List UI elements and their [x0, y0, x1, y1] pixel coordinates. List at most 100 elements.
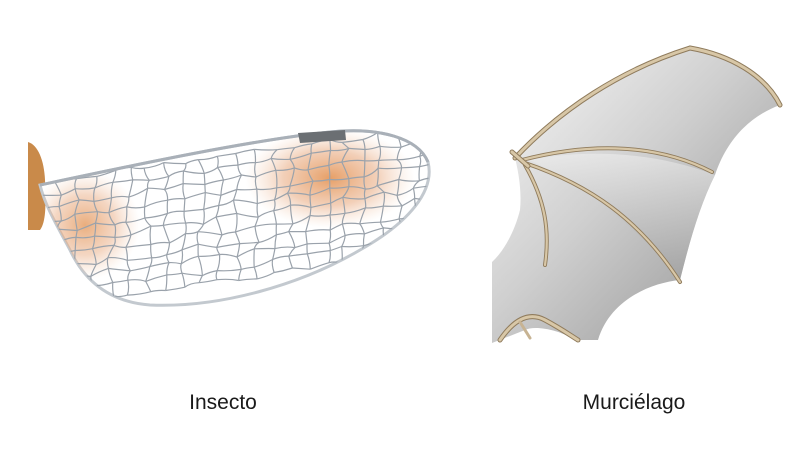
insect-vein	[165, 274, 168, 291]
insect-vein	[382, 249, 401, 256]
insect-vein	[150, 224, 164, 227]
insect-vein	[181, 272, 203, 277]
insect-vein	[79, 199, 94, 202]
insect-vein	[419, 177, 430, 182]
insect-vein	[75, 187, 96, 190]
insect-vein	[363, 188, 366, 199]
insect-vein	[341, 159, 365, 163]
insect-vein	[342, 196, 365, 200]
insect-vein	[397, 155, 420, 161]
insect-vein	[233, 199, 258, 205]
insect-vein	[401, 197, 415, 207]
insect-vein	[58, 194, 62, 207]
insect-vein	[126, 260, 131, 272]
insect-vein	[215, 270, 218, 280]
insect-vein	[348, 147, 366, 151]
insect-vein	[76, 222, 96, 232]
insect-vein	[341, 223, 346, 236]
insect-vein	[376, 178, 399, 187]
insect-vein	[400, 230, 403, 244]
insect-vein	[217, 152, 236, 157]
insect-vein	[108, 267, 131, 272]
insect-vein	[398, 167, 403, 180]
insect-vein	[221, 231, 236, 236]
insect-vein	[241, 266, 255, 270]
insect-vein	[306, 253, 311, 270]
insect-vein	[329, 212, 346, 216]
insect-vein	[433, 178, 436, 186]
insect-vein	[92, 244, 114, 250]
insect-vein	[220, 179, 225, 196]
insect-vein	[256, 203, 259, 218]
insect-vein	[362, 139, 366, 150]
insect-vein	[307, 164, 329, 171]
insect-vein	[329, 139, 332, 151]
insect-vein	[74, 199, 80, 215]
insect-vein	[41, 240, 61, 247]
insect-vein	[166, 254, 170, 263]
insect-vein	[383, 191, 398, 196]
insect-vein	[361, 245, 365, 257]
insect-vein	[273, 199, 276, 211]
insect-vein	[54, 299, 80, 302]
insect-vein	[94, 181, 113, 189]
insect-vein	[310, 143, 313, 154]
insect-vein	[145, 266, 151, 282]
insect-vein	[130, 167, 134, 181]
insect-vein	[341, 245, 364, 248]
insect-vein	[114, 224, 117, 238]
insect-vein	[96, 169, 117, 177]
insect-vein	[215, 212, 237, 218]
insect-vein	[359, 207, 367, 224]
insect-vein	[272, 255, 289, 261]
insect-vein	[215, 216, 223, 236]
insect-vein	[341, 141, 350, 149]
insect-vein	[232, 199, 238, 214]
insect-vein	[417, 222, 430, 229]
insect-vein	[113, 244, 126, 248]
insect-vein	[396, 159, 403, 168]
insect-vein	[363, 176, 366, 190]
insect-vein	[344, 207, 366, 214]
insect-vein	[217, 268, 242, 272]
insect-vein	[363, 160, 366, 177]
insect-wing	[28, 129, 436, 307]
insect-vein	[197, 224, 204, 233]
insect-vein	[329, 214, 332, 231]
insect-vein	[275, 167, 295, 171]
insect-vein	[289, 167, 295, 187]
insect-vein	[93, 197, 112, 202]
insect-vein	[401, 227, 419, 231]
insect-vein	[130, 266, 150, 272]
insect-vein	[276, 231, 289, 236]
insect-vein	[180, 249, 184, 264]
insect-vein	[418, 130, 421, 142]
insect-vein	[54, 241, 62, 254]
insect-vein	[433, 186, 436, 200]
insect-vein	[107, 245, 115, 258]
insect-vein	[310, 214, 331, 217]
insect-vein	[91, 236, 96, 249]
insect-vein	[328, 165, 331, 180]
insect-vein	[256, 189, 258, 204]
insect-vein	[274, 267, 293, 274]
insect-vein	[91, 248, 97, 265]
insect-vein	[74, 237, 77, 251]
insect-vein	[396, 179, 400, 196]
insect-vein	[197, 231, 223, 236]
insect-vein	[56, 265, 63, 280]
insect-vein	[328, 150, 332, 166]
insect-vein	[168, 261, 182, 265]
insect-vein	[235, 153, 239, 166]
insect-vein	[112, 282, 115, 297]
insect-vein	[413, 185, 430, 189]
insect-vein	[205, 192, 221, 196]
insect-vein	[125, 217, 146, 223]
insect-vein	[348, 186, 366, 190]
insect-vein	[181, 243, 199, 251]
insect-vein	[418, 166, 421, 181]
insect-vein	[196, 231, 199, 245]
insect-vein	[238, 269, 242, 281]
insect-vein	[328, 250, 331, 263]
insect-vein	[348, 176, 365, 180]
